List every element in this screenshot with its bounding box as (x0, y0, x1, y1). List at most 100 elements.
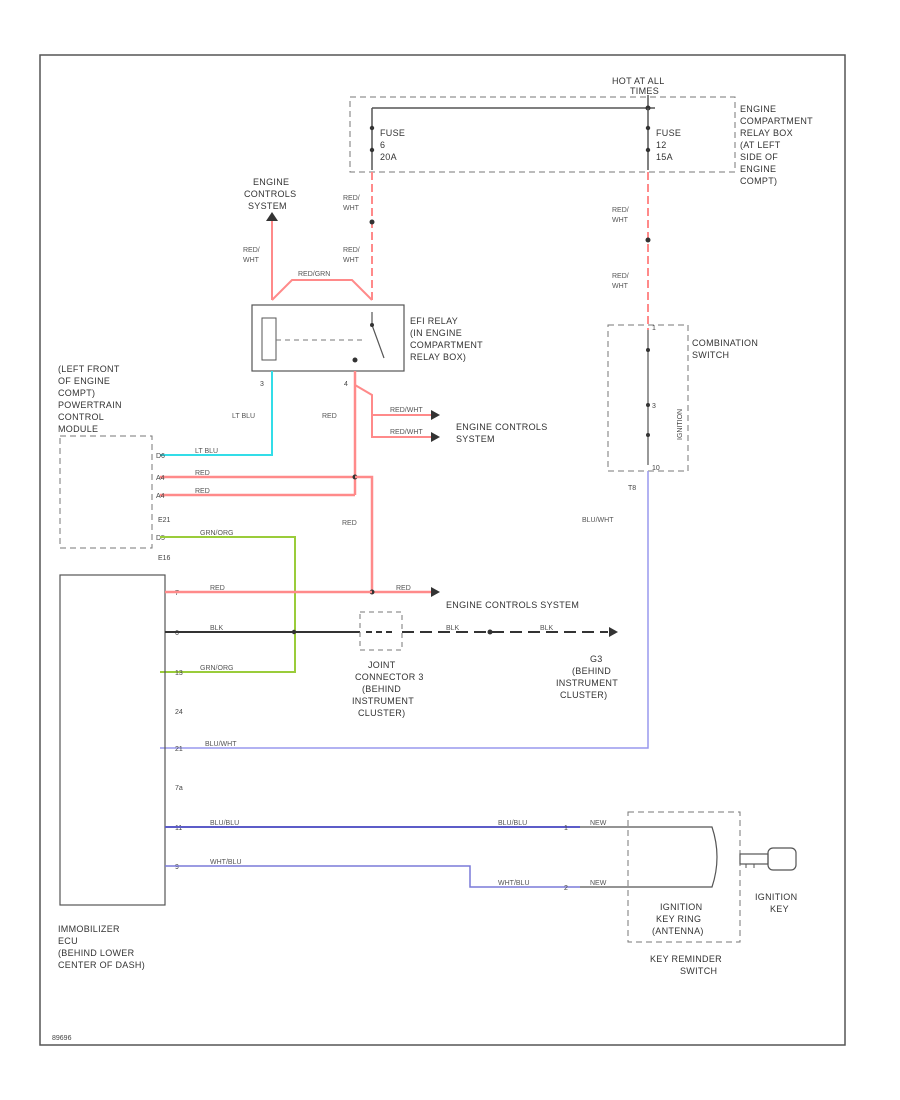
wire-label-red-wht-a: RED/WHT (390, 407, 423, 414)
wire-red-wht-branch1 (354, 384, 432, 416)
imm-pin-c: 13 (175, 670, 183, 677)
svg-text:ECU: ECU (58, 936, 78, 946)
svg-text:KEY REMINDER: KEY REMINDER (650, 954, 722, 964)
key-reminder-switch (627, 811, 741, 943)
fuse2-amp: 15A (656, 152, 673, 162)
pcm-connector-e21: E21 (158, 517, 171, 524)
wire-label-blu-wht-2: BLU/WHT (205, 741, 237, 748)
svg-text:(LEFT FRONT: (LEFT FRONT (58, 364, 120, 374)
wire-label-redwht-3b: WHT (612, 217, 629, 224)
splice-fuse2 (645, 237, 651, 243)
svg-text:MODULE: MODULE (58, 424, 98, 434)
wire-label-wht-blu-2: WHT/BLU (498, 880, 530, 887)
engine-controls-label-bottom: ENGINE CONTROLS SYSTEM (446, 600, 579, 610)
svg-text:CLUSTER): CLUSTER) (358, 708, 405, 718)
relay-contact-pivot (370, 323, 374, 327)
wire-label-red-grn: RED/GRN (298, 271, 330, 278)
fuse2-terminal-bottom (645, 147, 651, 153)
svg-text:SWITCH: SWITCH (692, 350, 729, 360)
wire-label-grn-org-1: GRN/ORG (200, 530, 233, 537)
wire-label-red-wht-b: RED/WHT (390, 429, 423, 436)
combo-pin-3: 3 (652, 403, 656, 410)
arrow-ecs-mid-1 (431, 410, 440, 420)
svg-text:SYSTEM: SYSTEM (248, 201, 287, 211)
svg-text:(ANTENNA): (ANTENNA) (652, 926, 704, 936)
svg-text:IMMOBILIZER: IMMOBILIZER (58, 924, 120, 934)
arrow-ecs-bottom (431, 587, 440, 597)
combo-terminal-1 (646, 348, 650, 352)
ground-g3-arrow (609, 627, 618, 637)
svg-text:RELAY BOX): RELAY BOX) (410, 352, 466, 362)
svg-text:SWITCH: SWITCH (680, 966, 717, 976)
fuse1-label: FUSE (380, 128, 405, 138)
svg-text:G3: G3 (590, 654, 603, 664)
diagram-frame (39, 54, 846, 1046)
fuse1-terminal-bottom (369, 147, 375, 153)
svg-text:KEY: KEY (770, 904, 789, 914)
wire-label-redwht-4b: WHT (612, 283, 629, 290)
relay-box-outline (349, 96, 736, 173)
svg-text:INSTRUMENT: INSTRUMENT (556, 678, 618, 688)
key-reminder-label: KEY REMINDER SWITCH (650, 954, 722, 976)
wire-label-redwht-5a: RED/ (243, 247, 260, 254)
svg-text:(BEHIND LOWER: (BEHIND LOWER (58, 948, 135, 958)
imm-pin-b: 6 (175, 630, 179, 637)
imm-pin-d: 24 (175, 709, 183, 716)
fuse2-number: 12 (656, 140, 667, 150)
ignition-key-ring-label: IGNITION KEY RING (ANTENNA) (652, 902, 704, 936)
key-pin-1: 1 (564, 825, 568, 832)
combo-ignition-label: IGNITION (677, 409, 684, 440)
engine-controls-label-mid: ENGINE CONTROLS SYSTEM (456, 422, 548, 444)
pcm-label: (LEFT FRONT OF ENGINE COMPT) POWERTRAIN … (58, 364, 122, 434)
svg-text:(IN ENGINE: (IN ENGINE (410, 328, 462, 338)
svg-text:(BEHIND: (BEHIND (572, 666, 611, 676)
relay-contact-arm (371, 324, 385, 359)
diagram-code: 89696 (52, 1035, 72, 1042)
wire-blu-wht (160, 471, 649, 749)
fuse1-number: 6 (380, 140, 385, 150)
svg-text:COMPT): COMPT) (740, 176, 777, 186)
times-label: TIMES (630, 86, 659, 96)
antenna-coil (580, 826, 718, 888)
fuse1-terminal-top (369, 125, 375, 131)
hot-at-all-label: HOT AT ALL (612, 76, 665, 86)
combo-terminal-3 (646, 433, 650, 437)
immobilizer-label: IMMOBILIZER ECU (BEHIND LOWER CENTER OF … (58, 924, 145, 970)
wire-label-redwht-5b: WHT (243, 257, 260, 264)
svg-text:ENGINE: ENGINE (740, 164, 776, 174)
wire-label-blu-blu-1: BLU/BLU (210, 820, 239, 827)
relay-box-label: ENGINE COMPARTMENT RELAY BOX (AT LEFT SI… (740, 104, 813, 186)
fuse2-terminal-top (645, 125, 651, 131)
key-wire-label-2: NEW (590, 880, 607, 887)
wire-red-grn (271, 279, 373, 301)
svg-text:COMPARTMENT: COMPARTMENT (740, 116, 813, 126)
pcm-pin-2: A4 (156, 475, 165, 482)
svg-text:ENGINE CONTROLS: ENGINE CONTROLS (456, 422, 548, 432)
wire-label-blk-1: BLK (210, 625, 224, 632)
wire-wht-blu (165, 865, 580, 888)
joint-connector-3 (359, 611, 403, 651)
wire-label-wht-blu-1: WHT/BLU (210, 859, 242, 866)
pcm-pin-d5: D5 (156, 535, 165, 542)
key-wire-label-1: NEW (590, 820, 607, 827)
wire-label-red-2: RED (195, 470, 210, 477)
wire-label-blu-blu-2: BLU/BLU (498, 820, 527, 827)
combo-pin-10: 10 (652, 465, 660, 472)
combo-terminal-2 (646, 403, 650, 407)
svg-text:CONTROL: CONTROL (58, 412, 104, 422)
wire-label-red-6: RED (210, 585, 225, 592)
svg-text:COMBINATION: COMBINATION (692, 338, 758, 348)
wire-red-wht-branch2 (371, 415, 432, 438)
svg-text:SIDE OF: SIDE OF (740, 152, 778, 162)
wire-label-redwht-1b: WHT (343, 205, 360, 212)
svg-text:IGNITION: IGNITION (755, 892, 797, 902)
svg-text:CONNECTOR 3: CONNECTOR 3 (355, 672, 424, 682)
svg-text:INSTRUMENT: INSTRUMENT (352, 696, 414, 706)
svg-text:IGNITION: IGNITION (660, 902, 702, 912)
svg-text:ENGINE: ENGINE (253, 177, 289, 187)
svg-text:(AT LEFT: (AT LEFT (740, 140, 781, 150)
wire-lt-blu (160, 371, 273, 456)
svg-text:CENTER OF DASH): CENTER OF DASH) (58, 960, 145, 970)
joint-connector-label: JOINT CONNECTOR 3 (BEHIND INSTRUMENT CLU… (352, 660, 424, 718)
